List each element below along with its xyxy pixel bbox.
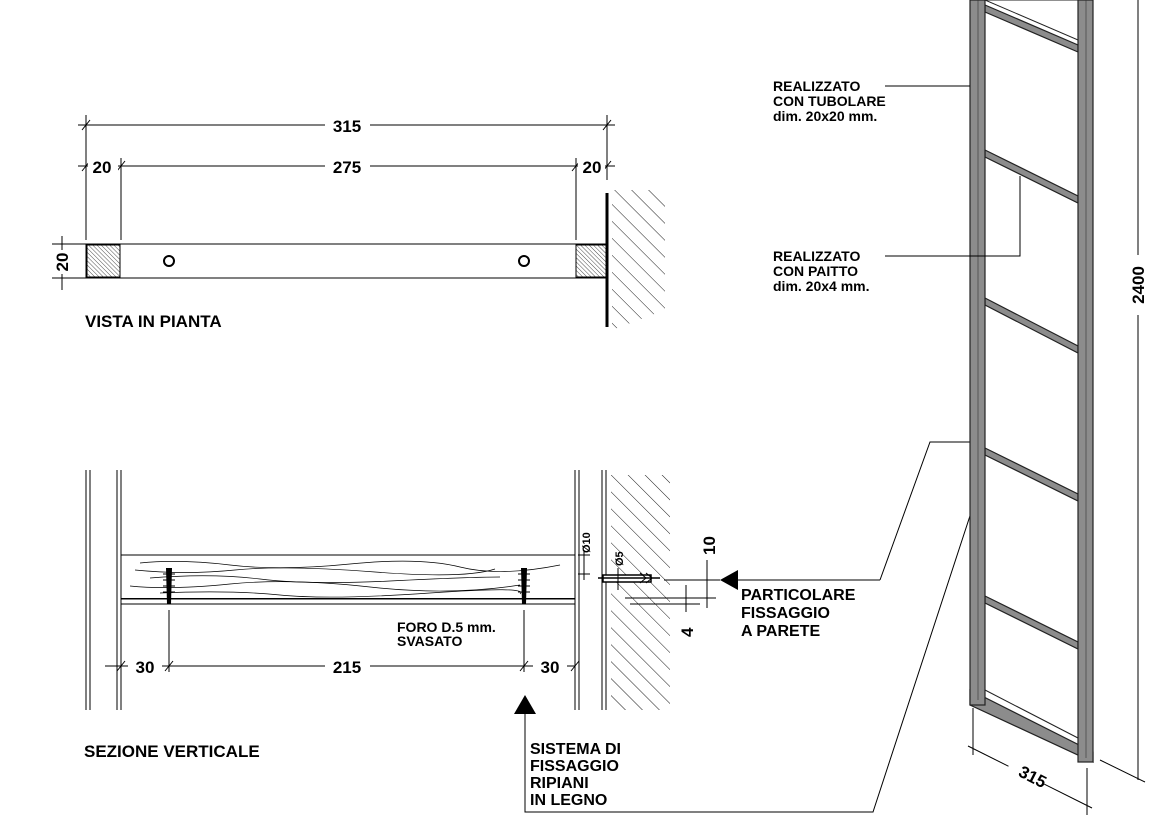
tube-note: REALIZZATO CON TUBOLARE dim. 20x20 mm. <box>773 78 890 124</box>
wall-fix-callout: PARTICOLARE FISSAGGIO A PARETE <box>741 587 860 640</box>
plan-dim-left-label: 20 <box>93 158 112 177</box>
section-dim-middle-label: 215 <box>333 658 361 677</box>
section-view-title: SEZIONE VERTICALE <box>84 742 260 761</box>
section-view: Ø10 Ø5 10 4 PARTICOLARE FISSAGGIO A PARE… <box>84 441 986 813</box>
section-dim-left-label: 30 <box>136 658 155 677</box>
plan-dim-height-label: 20 <box>53 253 72 272</box>
plan-dim-right-label: 20 <box>583 158 602 177</box>
wood-shelf <box>120 554 576 605</box>
plan-view: 315 20 275 20 20 <box>52 115 665 331</box>
frame-dim-height-label: 2400 <box>1129 266 1148 304</box>
plan-wall-hatch <box>612 190 665 330</box>
screw-right <box>518 568 530 604</box>
dim-d5-label: Ø5 <box>614 551 626 566</box>
plan-dim-parts: 20 275 20 <box>78 156 615 240</box>
hole-note: FORO D.5 mm. SVASATO <box>397 619 500 649</box>
wall-anchor <box>598 572 660 584</box>
dim-10-label: 10 <box>700 536 719 555</box>
section-dim-right-label: 30 <box>541 658 560 677</box>
wall-fix-leader-2 <box>879 441 970 581</box>
dim-4-label: 4 <box>678 627 697 637</box>
ladder-frame: 2400 315 REALIZZATO CON TUBOLARE dim. 20… <box>773 0 1148 815</box>
plan-hole-right <box>518 255 530 267</box>
dim-4: 4 <box>625 585 700 637</box>
dim-d5: Ø5 <box>614 551 626 590</box>
frame-rail-front <box>969 0 986 706</box>
plan-tube-right <box>575 244 607 278</box>
plan-dim-total: 315 <box>78 115 615 240</box>
section-upright-right <box>574 470 607 710</box>
frame-rungs <box>969 0 1094 763</box>
section-dims: 30 215 30 <box>105 610 580 677</box>
dim-d10: Ø10 <box>578 532 593 580</box>
frame-rail-back <box>1077 0 1094 763</box>
shelf-fix-arrow-icon <box>514 695 536 714</box>
plan-tube-left <box>86 244 121 278</box>
shelf-fix-callout: SISTEMA DI FISSAGGIO RIPIANI IN LEGNO <box>530 741 625 809</box>
plan-dim-height: 20 <box>52 236 86 290</box>
wall-fix-arrow-icon <box>720 570 738 590</box>
section-wall-hatch <box>611 475 670 710</box>
section-upright-left <box>85 470 122 710</box>
shelf-fix-leader <box>524 469 986 813</box>
screw-left <box>163 568 175 604</box>
plan-hole-left <box>163 255 175 267</box>
plan-view-title: VISTA IN PIANTA <box>85 312 222 331</box>
flat-note-leader <box>885 176 1021 257</box>
dim-10: 10 <box>664 536 720 608</box>
dim-d10-label: Ø10 <box>581 532 593 553</box>
frame-dim-height: 2400 <box>1099 0 1148 783</box>
plan-dim-middle-label: 275 <box>333 158 361 177</box>
flat-note: REALIZZATO CON PAITTO dim. 20x4 mm. <box>773 248 870 294</box>
plan-dim-total-label: 315 <box>333 117 361 136</box>
